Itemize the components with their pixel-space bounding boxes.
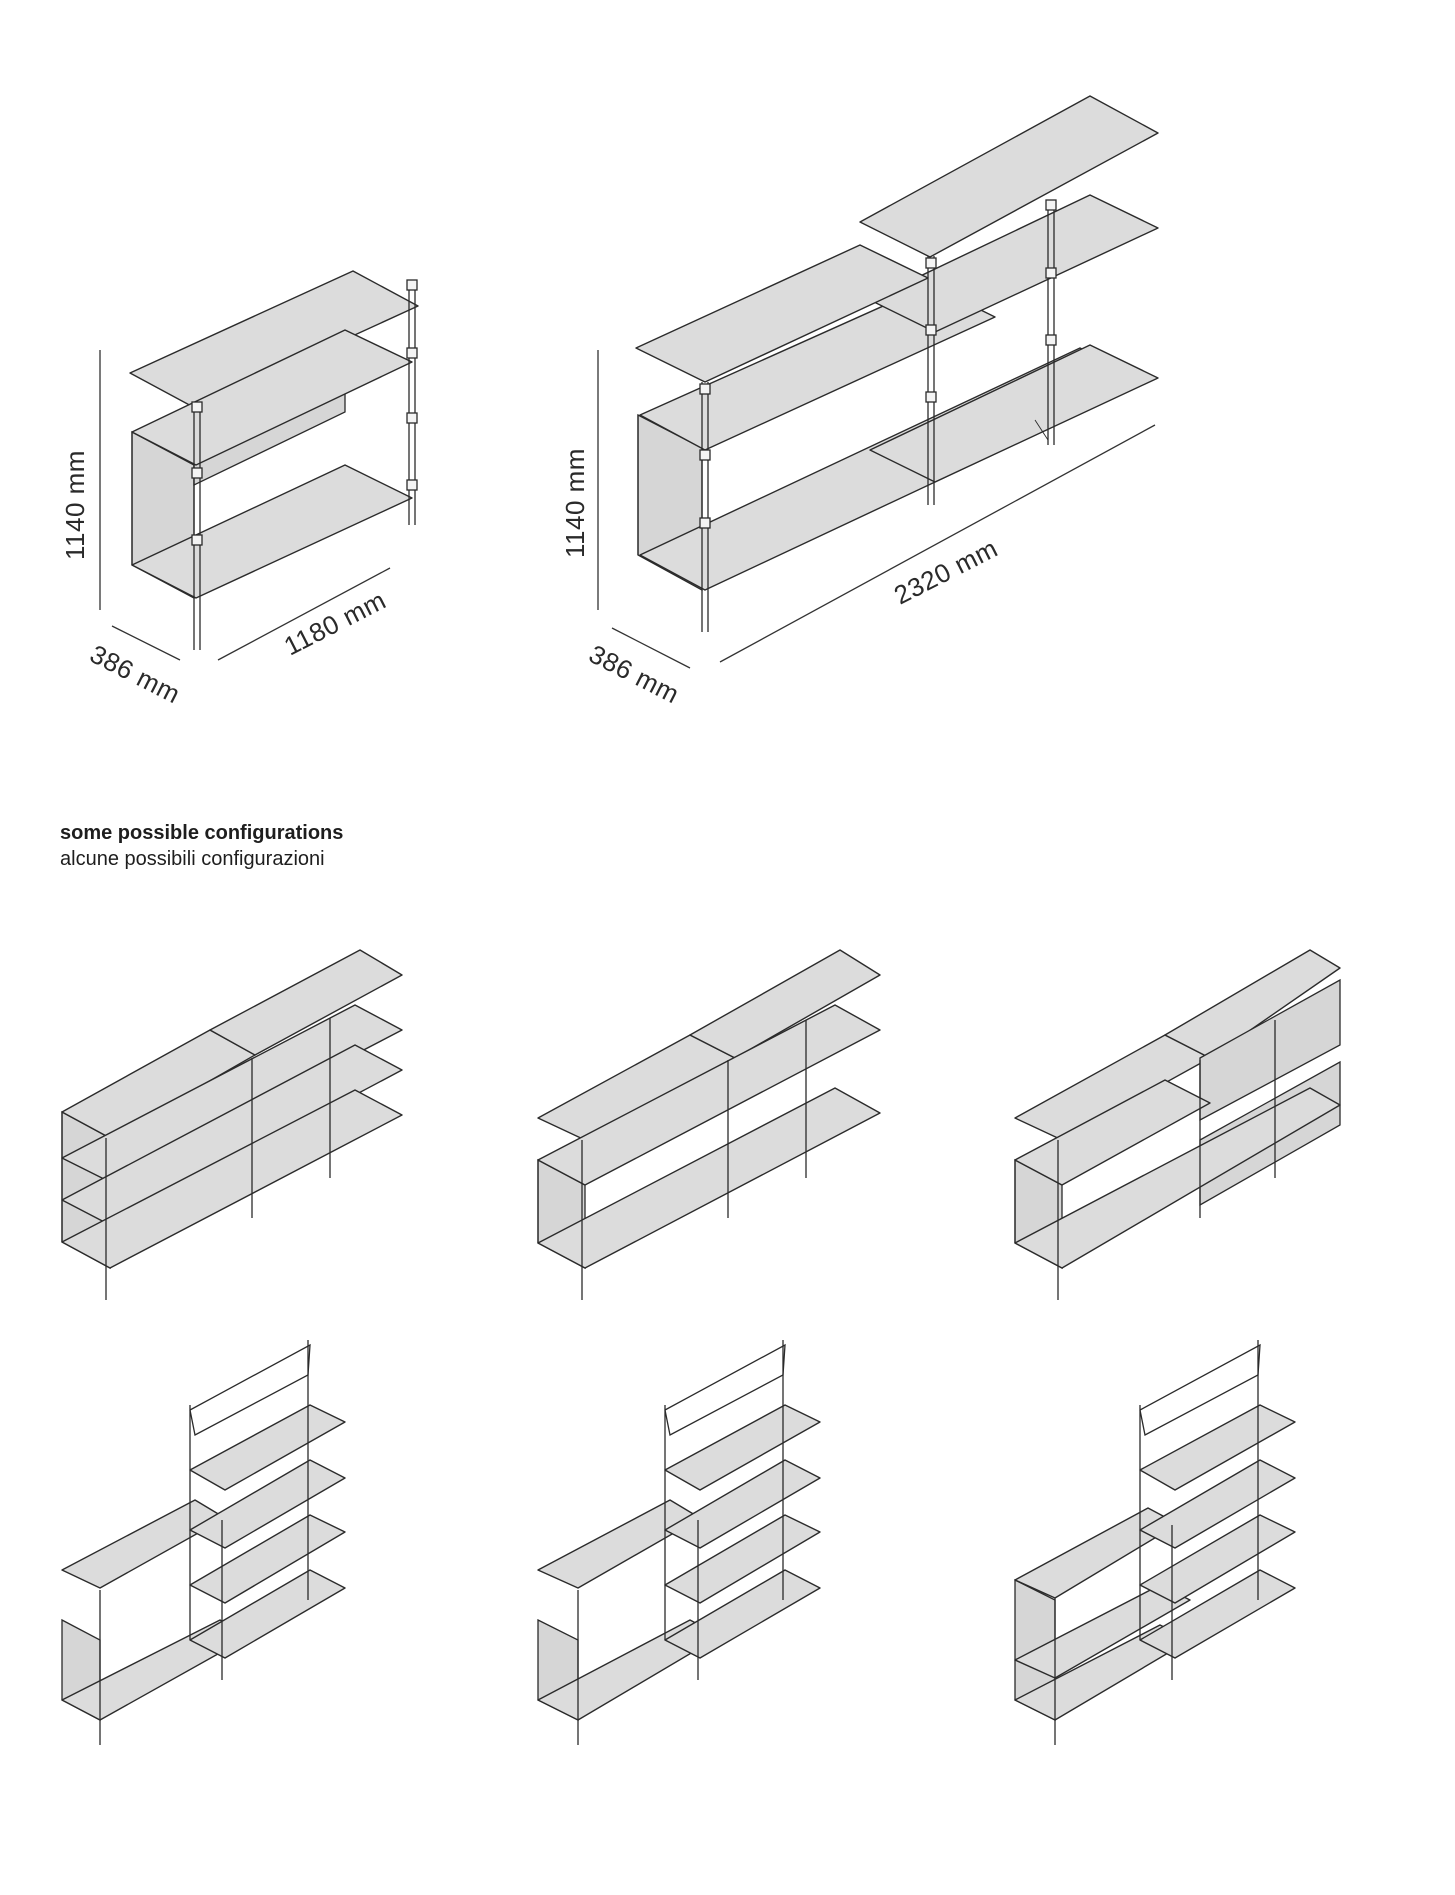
large-shelving-unit	[635, 95, 1159, 632]
large-depth-dimension-line	[611, 627, 691, 669]
configuration-3	[1014, 949, 1341, 1300]
configurations-title-en: some possible configurations	[60, 822, 344, 844]
configuration-1	[61, 949, 403, 1300]
large-width-dimension-line	[719, 424, 1156, 663]
small-shelf-top	[129, 270, 419, 409]
large-depth-label: 386 mm	[584, 639, 684, 710]
configuration-6	[1014, 1340, 1296, 1745]
small-shelf-bottom	[131, 464, 413, 599]
configuration-4	[61, 1340, 346, 1745]
large-shelf-middle-right	[869, 194, 1159, 333]
small-depth-dimension-line	[111, 625, 181, 661]
large-width-label: 2320 mm	[889, 533, 1002, 611]
small-width-label: 1180 mm	[279, 585, 391, 662]
small-post-joint	[191, 401, 203, 413]
large-shelf-middle-left	[639, 284, 996, 451]
large-height-label: 1140 mm	[560, 448, 590, 558]
small-height-label: 1140 mm	[60, 450, 90, 560]
small-depth-label: 386 mm	[85, 639, 185, 710]
large-shelf-lower-right	[869, 344, 1159, 483]
configuration-5	[537, 1340, 821, 1745]
large-shelf-top-right	[859, 95, 1159, 258]
small-shelf-middle	[131, 329, 413, 466]
small-width-dimension-line	[217, 567, 391, 661]
configurations-title-it: alcune possibili configurazioni	[60, 848, 325, 870]
configuration-2	[537, 949, 881, 1300]
configurations-heading: some possible configurations alcune poss…	[60, 820, 343, 872]
small-shelving-unit	[129, 270, 419, 650]
